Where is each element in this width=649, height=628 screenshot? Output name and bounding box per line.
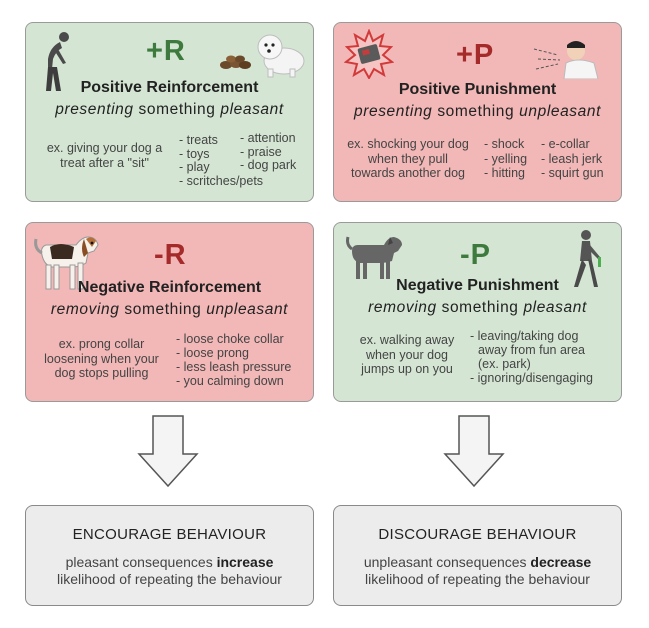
subtitle-quality: unpleasant <box>519 103 601 120</box>
subtitle-middle: something <box>124 301 202 318</box>
outcome-description: unpleasant consequences decrease likelih… <box>334 554 621 588</box>
subtitle-middle: something <box>441 299 519 316</box>
desc-text: unpleasant consequences <box>363 554 527 570</box>
outcome-title: ENCOURAGE BEHAVIOUR <box>72 526 267 543</box>
quadrant-negative-punishment: -P Negative Punishment removing somethin… <box>333 222 622 402</box>
desc-line2: likelihood of repeating the behaviour <box>57 571 282 587</box>
quadrant-positive-reinforcement: +R Positive Reinforcement presenting som… <box>25 22 314 202</box>
list-item: - less leash pressure <box>176 360 292 374</box>
treat-pile-icon <box>220 55 251 69</box>
examples-list-col1: - treats - toys - play - scritches/pets <box>179 133 264 188</box>
quadrant-title: Negative Punishment <box>396 277 559 294</box>
quadrant-subtitle: presenting something unpleasant <box>334 103 621 121</box>
list-item: - leash jerk <box>541 151 603 166</box>
example-text: ex. prong collar loosening when your dog… <box>30 337 173 381</box>
subtitle-quality: unpleasant <box>206 301 289 318</box>
list-item: - hitting <box>484 166 525 180</box>
quadrant-subtitle: presenting something pleasant <box>26 101 313 119</box>
quadrant-negative-reinforcement: -R Negative Reinforcement removing somet… <box>25 222 314 402</box>
example-text: ex. walking away when your dog jumps up … <box>342 333 472 377</box>
list-item: - praise <box>240 144 282 159</box>
subtitle-action: presenting <box>354 103 433 120</box>
subtitle-quality: pleasant <box>220 101 284 118</box>
list-item: - yelling <box>484 151 528 166</box>
quadrant-subtitle: removing something unpleasant <box>26 301 313 319</box>
example-line: ex. walking away <box>359 333 455 347</box>
quadrant-title: Positive Punishment <box>398 81 557 98</box>
code-label: -R <box>154 239 187 271</box>
list-item: - shock <box>484 137 525 151</box>
example-line: dog stops pulling <box>54 366 149 380</box>
quadrant-positive-punishment: +P Positive Punishment presenting someth… <box>333 22 622 202</box>
list-item: - squirt gun <box>541 166 604 180</box>
outcome-discourage: DISCOURAGE BEHAVIOUR unpleasant conseque… <box>333 505 622 606</box>
quadrant-title: Negative Reinforcement <box>77 279 262 296</box>
example-line: when they pull <box>368 151 448 166</box>
down-arrow-icon <box>443 415 505 488</box>
outcome-encourage: ENCOURAGE BEHAVIOUR pleasant consequence… <box>25 505 314 606</box>
examples-list-col2: - e-collar - leash jerk - squirt gun <box>541 137 604 181</box>
example-line: ex. giving your dog a <box>46 141 163 155</box>
person-bending-icon <box>46 32 69 91</box>
examples-list-col1: - loose choke collar - loose prong - les… <box>176 332 291 388</box>
example-line: treat after a "sit" <box>60 155 149 170</box>
outcome-title: DISCOURAGE BEHAVIOUR <box>378 526 577 543</box>
beagle-dog-icon <box>34 236 99 290</box>
list-item: - leaving/taking dog <box>470 329 579 343</box>
desc-emphasis: increase <box>216 554 274 570</box>
subtitle-action: presenting <box>55 101 134 118</box>
list-item: - toys <box>179 146 210 161</box>
example-line: jumps up on you <box>361 362 453 376</box>
list-item: - scritches/pets <box>179 173 264 188</box>
examples-list-col2: - attention - praise - dog park <box>240 131 297 173</box>
examples-list-col1: - shock - yelling - hitting <box>484 137 527 181</box>
code-label: +P <box>456 39 495 71</box>
list-item: - e-collar <box>541 137 590 151</box>
example-line: loosening when your <box>44 351 159 366</box>
subtitle-quality: pleasant <box>523 299 587 316</box>
subtitle-middle: something <box>437 103 515 120</box>
list-item: away from fun area <box>478 343 585 357</box>
code-label: +R <box>146 35 186 67</box>
code-label: -P <box>460 239 491 271</box>
outcome-description: pleasant consequences increase likelihoo… <box>26 554 313 588</box>
grey-dog-icon <box>346 236 402 279</box>
list-item: - you calming down <box>176 374 284 388</box>
list-item: - play <box>179 160 210 174</box>
quadrant-subtitle: removing something pleasant <box>334 299 621 317</box>
subtitle-middle: something <box>138 101 216 118</box>
desc-line2: likelihood of repeating the behaviour <box>365 571 590 587</box>
list-item: - attention <box>240 131 296 145</box>
list-item: - treats <box>179 133 218 147</box>
person-shouting-icon <box>533 41 599 79</box>
desc-text: pleasant consequences <box>65 554 213 570</box>
example-line: ex. prong collar <box>58 337 145 351</box>
example-line: when your dog <box>365 347 448 362</box>
subtitle-action: removing <box>368 299 437 316</box>
example-text: ex. giving your dog a treat after a "sit… <box>32 141 177 170</box>
desc-emphasis: decrease <box>530 554 592 570</box>
list-item: (ex. park) <box>478 357 531 371</box>
example-text: ex. shocking your dog when they pull tow… <box>338 137 478 181</box>
subtitle-action: removing <box>50 301 120 318</box>
list-item: - dog park <box>240 158 297 172</box>
list-item: - loose choke collar <box>176 332 284 346</box>
list-item: - loose prong <box>176 346 249 360</box>
white-dog-icon <box>257 34 305 78</box>
quadrant-title: Positive Reinforcement <box>80 79 259 96</box>
examples-list-col1: - leaving/taking dog away from fun area … <box>470 329 593 385</box>
person-walking-icon <box>574 230 601 287</box>
down-arrow-icon <box>137 415 199 488</box>
list-item: - ignoring/disengaging <box>470 371 594 385</box>
example-line: ex. shocking your dog <box>347 137 469 151</box>
shock-collar-icon <box>344 29 394 79</box>
example-line: towards another dog <box>351 166 465 180</box>
